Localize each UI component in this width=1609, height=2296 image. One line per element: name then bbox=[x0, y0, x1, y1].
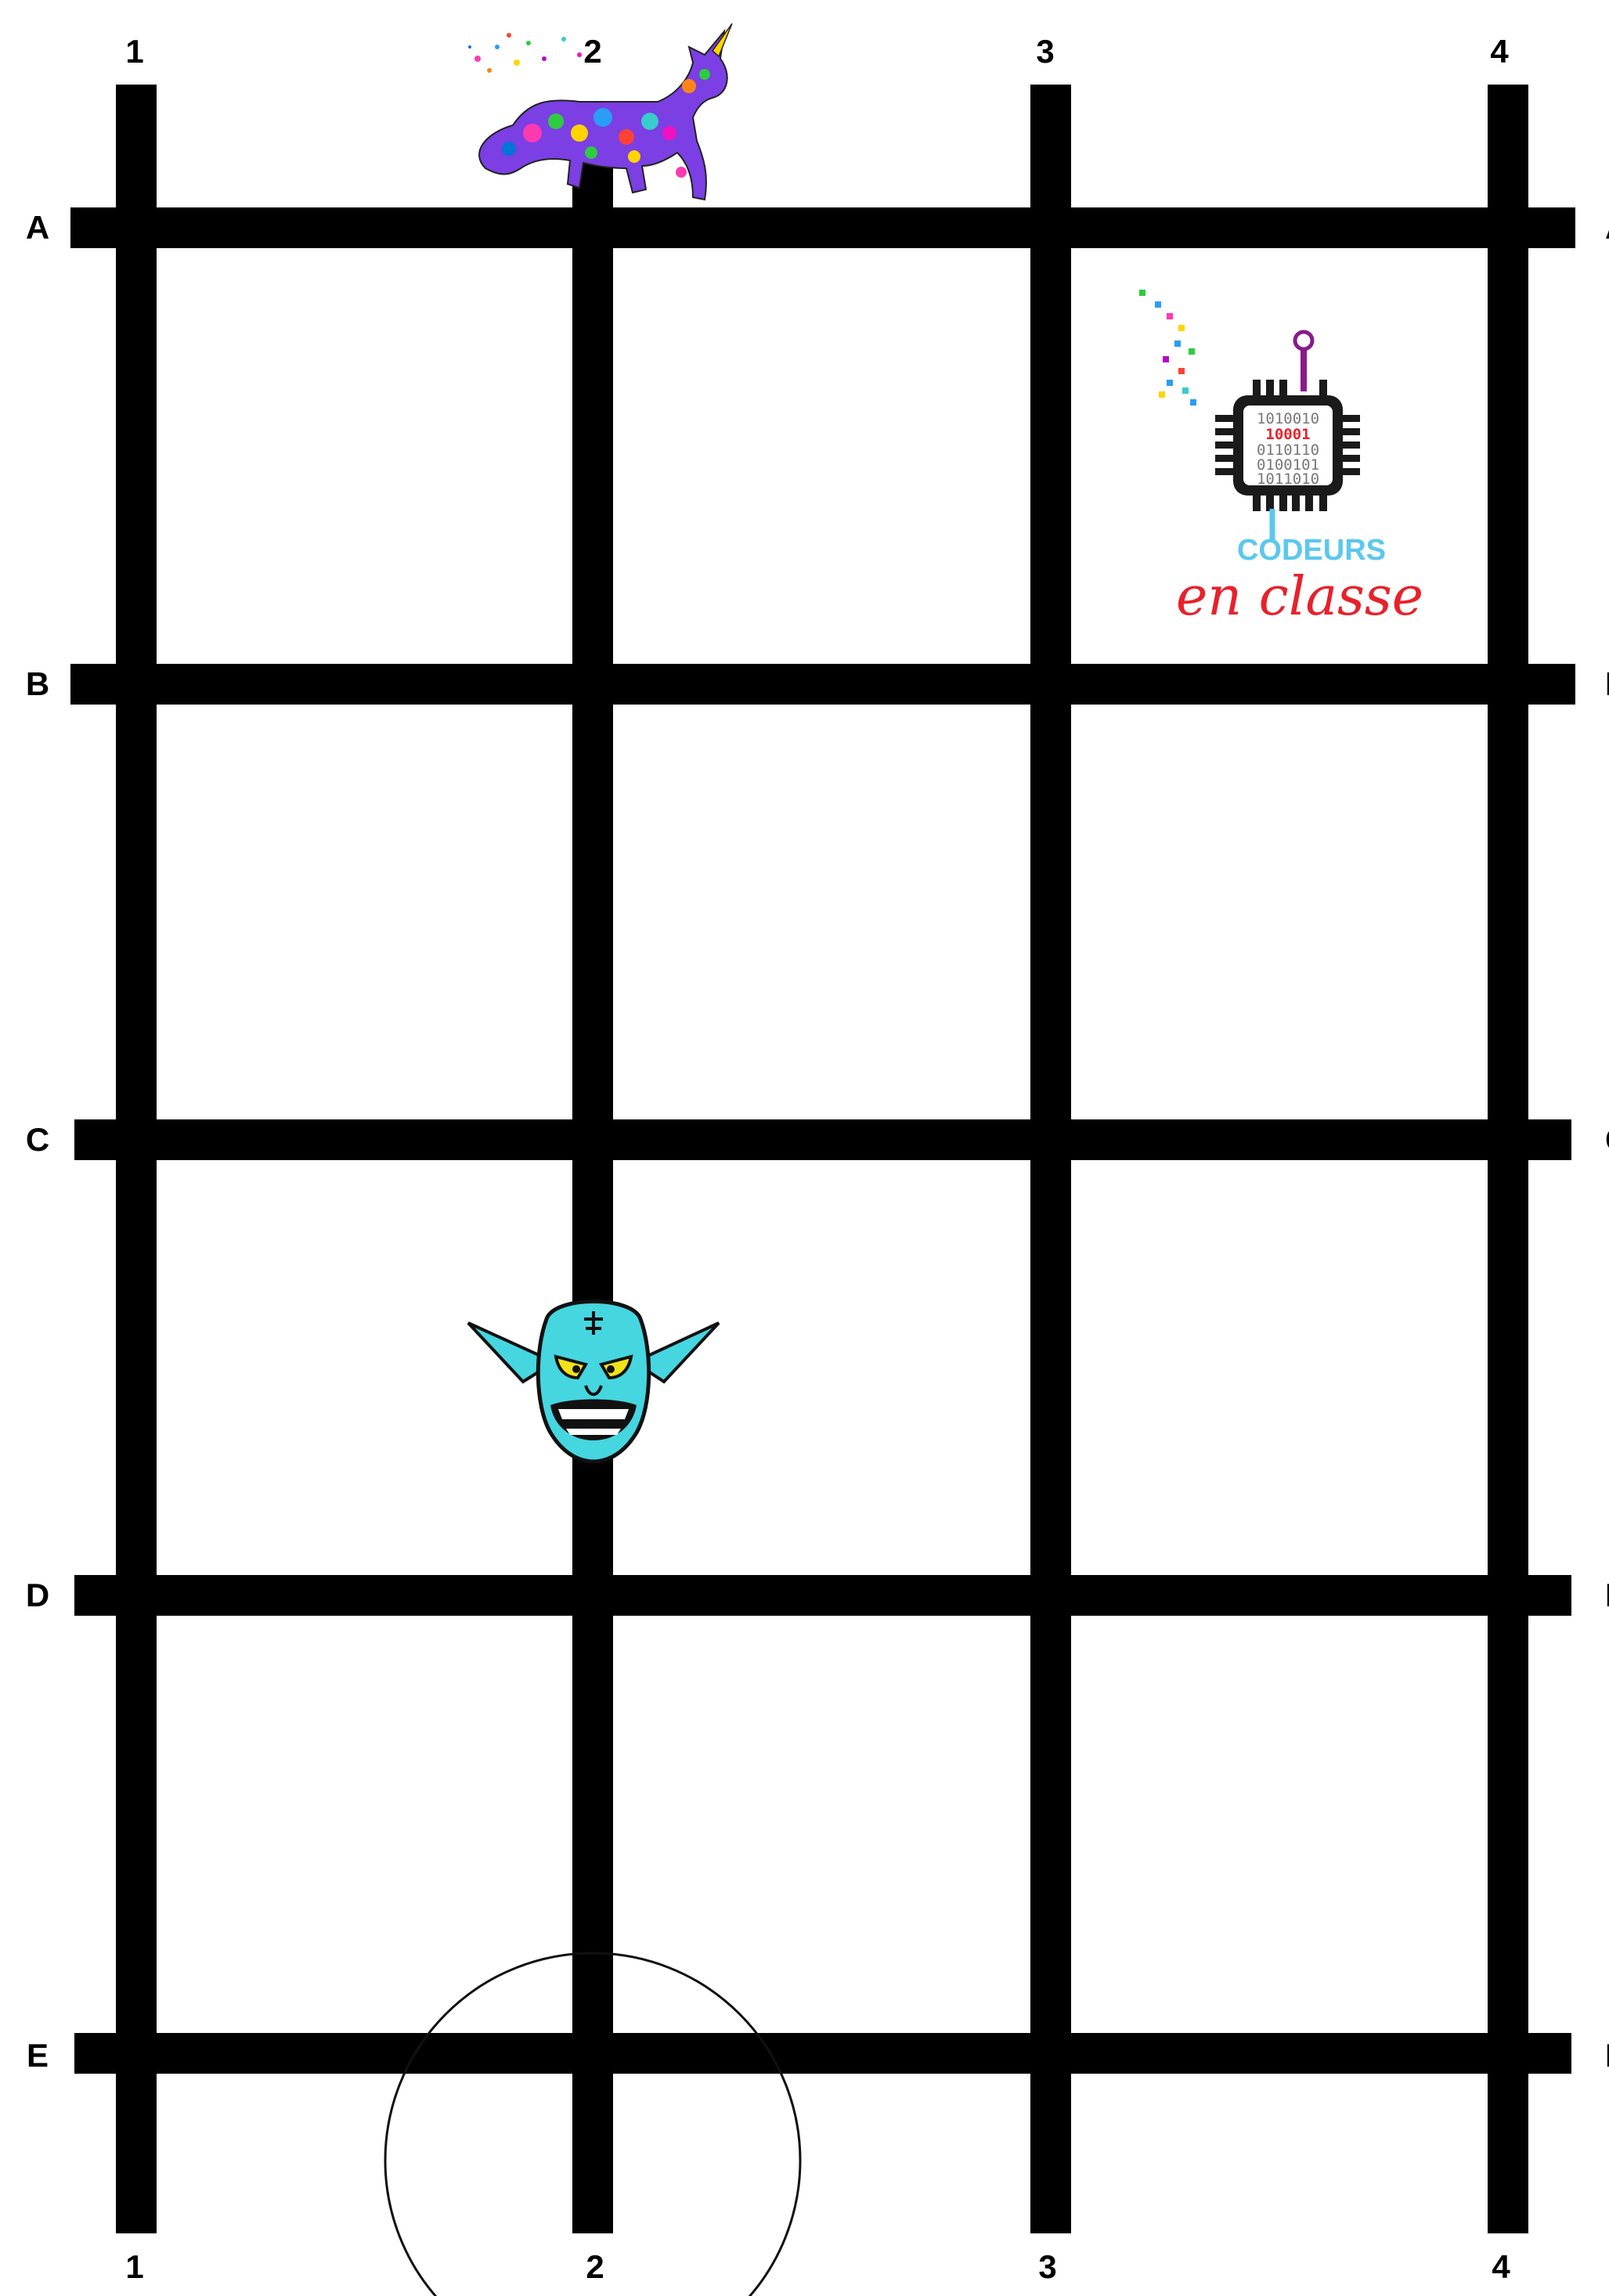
row-label-left: C bbox=[26, 1121, 49, 1158]
road-grid bbox=[70, 85, 1575, 2233]
chip-binary-line: 1010010 bbox=[1257, 410, 1319, 427]
logo-subtitle: en classe bbox=[1176, 566, 1423, 628]
row-label-right: B bbox=[1605, 665, 1609, 702]
row-label-right: E bbox=[1605, 2037, 1609, 2074]
row-label-right: D bbox=[1605, 1577, 1609, 1613]
column-label-bottom: 3 bbox=[1038, 2248, 1056, 2285]
chip-binary-line: 1011010 bbox=[1257, 470, 1319, 488]
road-row-B bbox=[70, 664, 1575, 705]
goblin-head-icon[interactable] bbox=[468, 1302, 719, 1462]
row-label-left: E bbox=[27, 2037, 49, 2074]
road-row-D bbox=[74, 1575, 1571, 1616]
column-label-top: 2 bbox=[583, 33, 601, 70]
row-label-left: B bbox=[26, 665, 49, 702]
sparkle-icon bbox=[1139, 290, 1196, 405]
column-label-top: 1 bbox=[125, 33, 143, 70]
column-label-bottom: 4 bbox=[1492, 2248, 1510, 2285]
column-label-bottom: 1 bbox=[125, 2248, 143, 2285]
row-label-right: A bbox=[1605, 209, 1609, 246]
row-label-left: D bbox=[26, 1577, 49, 1613]
column-label-top: 4 bbox=[1490, 33, 1509, 70]
row-label-left: A bbox=[26, 209, 49, 246]
logo-title: CODEURS bbox=[1237, 534, 1386, 567]
road-row-E bbox=[74, 2033, 1571, 2074]
road-column-2 bbox=[572, 149, 613, 2233]
codeurs-logo: 1010010 10001 0110110 0100101 1011010 CO… bbox=[1139, 290, 1423, 628]
row-label-right: C bbox=[1605, 1121, 1609, 1158]
road-row-C bbox=[74, 1119, 1571, 1160]
sparkle-trail-icon bbox=[468, 33, 582, 73]
column-label-bottom: 2 bbox=[586, 2248, 604, 2285]
column-label-top: 3 bbox=[1036, 33, 1054, 70]
chip-binary-line-highlight: 10001 bbox=[1265, 426, 1310, 443]
road-row-A bbox=[70, 207, 1575, 248]
